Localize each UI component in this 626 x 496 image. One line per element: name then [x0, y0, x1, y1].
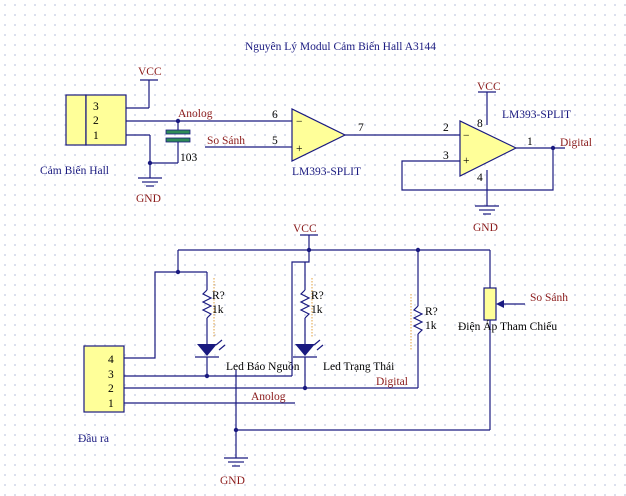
output-connector[interactable] [83, 345, 125, 413]
vcc-symbol-bottom [300, 234, 318, 250]
gnd-symbol-opamp2 [475, 205, 499, 215]
output-connector-label: Đầu ra [78, 432, 109, 445]
led-status-diode[interactable] [293, 339, 324, 388]
so-sanh-net-label-bottom: So Sánh [530, 292, 568, 304]
svg-text:−: − [296, 116, 303, 128]
led-power-diode[interactable] [195, 339, 226, 376]
led-status-label: Led Trạng Thái [323, 361, 394, 373]
vcc-label-bottom: VCC [293, 223, 317, 235]
hall-pin-label-2: 2 [93, 115, 99, 127]
hall-pin-label-3: 3 [93, 101, 99, 113]
gnd-symbol-bottom [224, 457, 248, 467]
vcc-label-top-left: VCC [138, 66, 162, 78]
svg-text:+: + [296, 143, 303, 155]
output-pin-1: 1 [108, 398, 114, 410]
opamp-lm393-2[interactable]: − + [459, 120, 518, 177]
r2-value: 1k [311, 304, 323, 316]
r1-value: 1k [212, 304, 224, 316]
resistor-digital-pullup[interactable] [410, 250, 424, 388]
anolog-net-label-top: Anolog [178, 108, 213, 120]
gnd-label-top-left: GND [136, 193, 161, 205]
vcc-symbol-top-left [126, 79, 158, 109]
opamp1-pin-5: 5 [272, 135, 278, 147]
schematic-title: Nguyên Lý Modul Cảm Biến Hall A3144 [245, 40, 436, 53]
opamp-lm393-1[interactable]: − + [280, 108, 347, 162]
opamp2-pin-8: 8 [477, 118, 483, 130]
resistor-led-power[interactable] [201, 272, 215, 344]
opamp2-pin-2: 2 [443, 122, 449, 134]
opamp1-pin-6: 6 [272, 109, 278, 121]
pin4-vcc-wire [124, 271, 178, 359]
opamp2-part-label: LM393-SPLIT [502, 109, 571, 121]
output-pin-4: 4 [108, 354, 114, 366]
r3-designator: R? [425, 306, 438, 318]
vcc-label-opamp2: VCC [477, 81, 501, 93]
svg-text:+: + [463, 155, 470, 167]
r2-designator: R? [311, 290, 324, 302]
anolog-net-label-bottom: Anolog [251, 391, 286, 403]
so-sanh-net-label-top: So Sánh [207, 135, 245, 147]
hall-pin-label-1: 1 [93, 130, 99, 142]
led-power-label: Led Báo Nguồn [226, 360, 300, 373]
gnd-label-bottom: GND [220, 475, 245, 487]
opamp2-pin-1: 1 [527, 136, 533, 148]
potentiometer-label: Điện Áp Tham Chiếu [458, 319, 557, 333]
potentiometer-reference[interactable] [483, 287, 525, 430]
digital-net-label-top: Digital [560, 137, 592, 149]
opamp2-pin-3: 3 [443, 150, 449, 162]
gnd-symbol-top-left [138, 177, 162, 187]
output-pin-3: 3 [108, 369, 114, 381]
vcc-symbol-opamp2 [478, 91, 496, 125]
resistor-led-status[interactable] [299, 278, 313, 344]
gnd-label-opamp2: GND [473, 222, 498, 234]
opamp1-pin-7: 7 [358, 122, 364, 134]
opamp1-part-label: LM393-SPLIT [292, 166, 361, 178]
digital-net-label-bottom: Digital [376, 376, 408, 388]
hall-connector-body [85, 94, 127, 146]
r1-designator: R? [212, 290, 225, 302]
r3-value: 1k [425, 320, 437, 332]
opamp2-pin-4: 4 [477, 172, 483, 184]
capacitor-103[interactable] [165, 118, 191, 163]
capacitor-value: 103 [180, 152, 198, 164]
hall-sensor-label: Cảm Biến Hall [40, 164, 109, 177]
svg-text:−: − [463, 130, 470, 142]
feedback-wire [401, 148, 554, 191]
output-pin-2: 2 [108, 383, 114, 395]
